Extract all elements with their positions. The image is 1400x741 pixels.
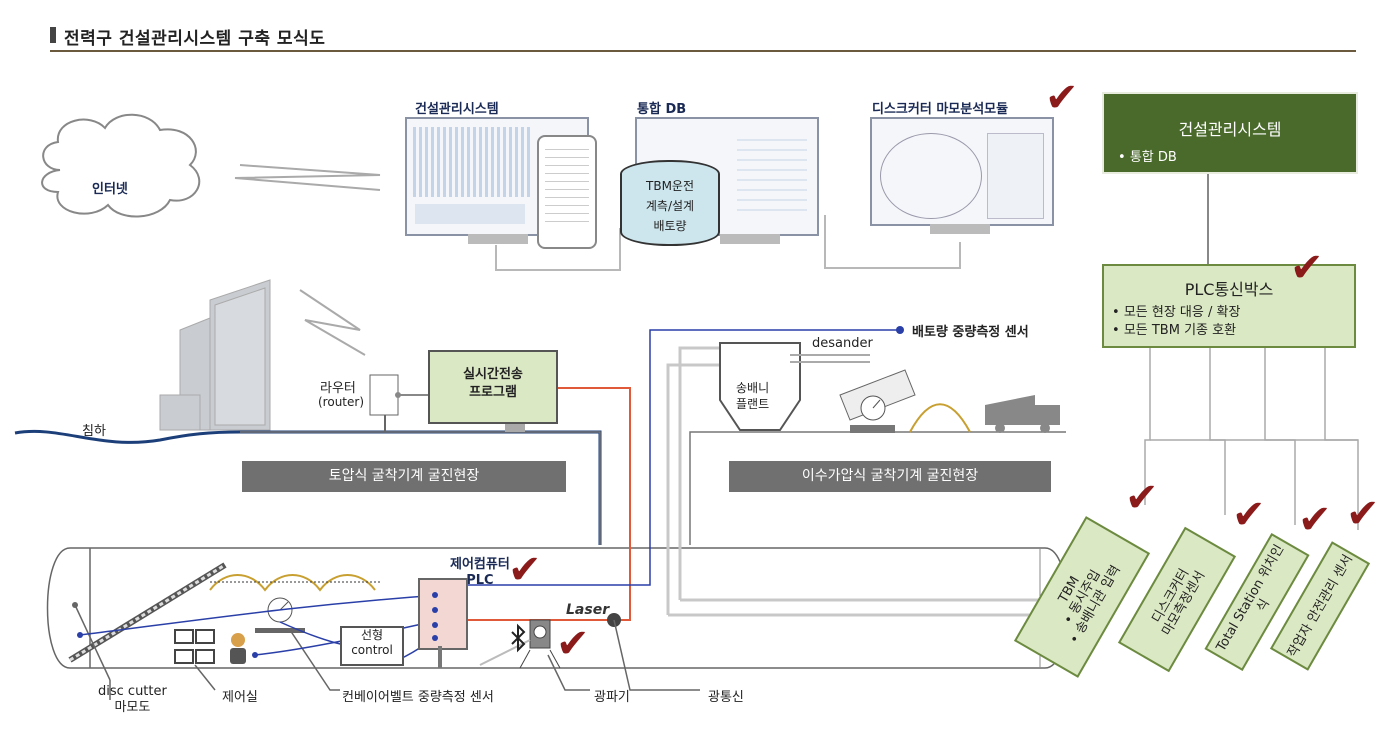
operator-icon [230, 633, 246, 664]
main-system-title: 건설관리시스템 [1178, 120, 1282, 139]
page-title: 전력구 건설관리시스템 구축 모식도 [64, 29, 326, 49]
right-site-label: 이수가압식 굴착기계 굴진현장 [729, 461, 1051, 492]
db-line-1: TBM운전 [646, 179, 694, 193]
left-site-label: 토압식 굴착기계 굴진현장 [242, 461, 566, 492]
monitor-stand [720, 234, 780, 244]
laser-label: Laser [566, 602, 610, 618]
control-room-label: 제어실 [222, 690, 258, 705]
main-system-box: 건설관리시스템 • 통합 DB [1102, 92, 1358, 174]
monitor-wall-icon [174, 629, 215, 664]
monitor-stand [930, 224, 990, 234]
realtime-program-monitor[interactable]: 실시간전송 프로그램 [428, 350, 558, 424]
check-mark-icon: ✔ [1045, 75, 1079, 121]
monitor-db-label: 통합 DB [637, 102, 687, 117]
total-station-icon [519, 619, 561, 669]
plc-cabinet[interactable] [418, 578, 468, 650]
check-mark-icon: ✔ [556, 621, 590, 667]
internet-label: 인터넷 [92, 182, 128, 197]
plant-label: 송배니 플랜트 [736, 381, 770, 411]
db-line-3: 배토량 [653, 219, 687, 233]
truck-icon [985, 395, 1060, 433]
light-wave-label: 광파기 [594, 690, 630, 705]
plc-bullet-1: 모든 현장 대응 / 확장 [1123, 305, 1241, 320]
weight-sensor-icon [839, 369, 916, 433]
db-cylinder: TBM운전 계측/설계 배토량 [620, 160, 720, 246]
plc-box-title: PLC통신박스 [1184, 280, 1274, 299]
router-label: 라우터 [320, 381, 356, 396]
cloud-shape [41, 113, 201, 218]
title-marker [50, 27, 56, 43]
optical-comm-label: 광통신 [708, 690, 744, 705]
program-line-1: 실시간전송 [463, 367, 523, 382]
program-line-2: 프로그램 [469, 385, 517, 400]
gauge-row [415, 204, 525, 224]
check-mark-icon: ✔ [508, 547, 542, 593]
check-mark-icon: ✔ [1298, 497, 1332, 543]
plc-bullet-2: 모든 TBM 기종 호환 [1123, 323, 1237, 338]
chart-thumbnail [413, 127, 533, 197]
conveyor-sensor-label: 컨베이어벨트 중량측정 센서 [342, 690, 494, 705]
monitor-disc-label: 디스크커터 마모분석모듈 [872, 102, 1009, 117]
phone-icon [537, 135, 597, 249]
router-en-label: (router) [318, 395, 365, 409]
linear-control-box[interactable]: 선형 control [340, 626, 404, 666]
monitor-construction-label: 건설관리시스템 [415, 102, 499, 117]
plc-box: PLC통신박스 • 모든 현장 대응 / 확장 • 모든 TBM 기종 호환 [1102, 264, 1356, 348]
sensor-label: 배토량 중량측정 센서 [912, 325, 1029, 340]
desander-label: desander [812, 336, 873, 351]
db-line-2: 계측/설계 [645, 199, 695, 213]
subsidence-label: 침하 [82, 424, 106, 439]
check-mark-icon: ✔ [1290, 245, 1324, 291]
building-icon [159, 279, 271, 431]
plc-label: 제어컴퓨터 PLC [450, 557, 510, 588]
monitor-disc[interactable] [870, 117, 1054, 226]
disc-cutter-label: disc cutter 마모도 [98, 684, 167, 715]
check-mark-icon: ✔ [1125, 475, 1159, 521]
check-mark-icon: ✔ [1232, 492, 1266, 538]
monitor-stand [468, 234, 528, 244]
title-bar: 전력구 건설관리시스템 구축 모식도 [50, 24, 1356, 52]
main-system-bullet: 통합 DB [1129, 150, 1177, 165]
check-mark-icon: ✔ [1346, 491, 1380, 537]
